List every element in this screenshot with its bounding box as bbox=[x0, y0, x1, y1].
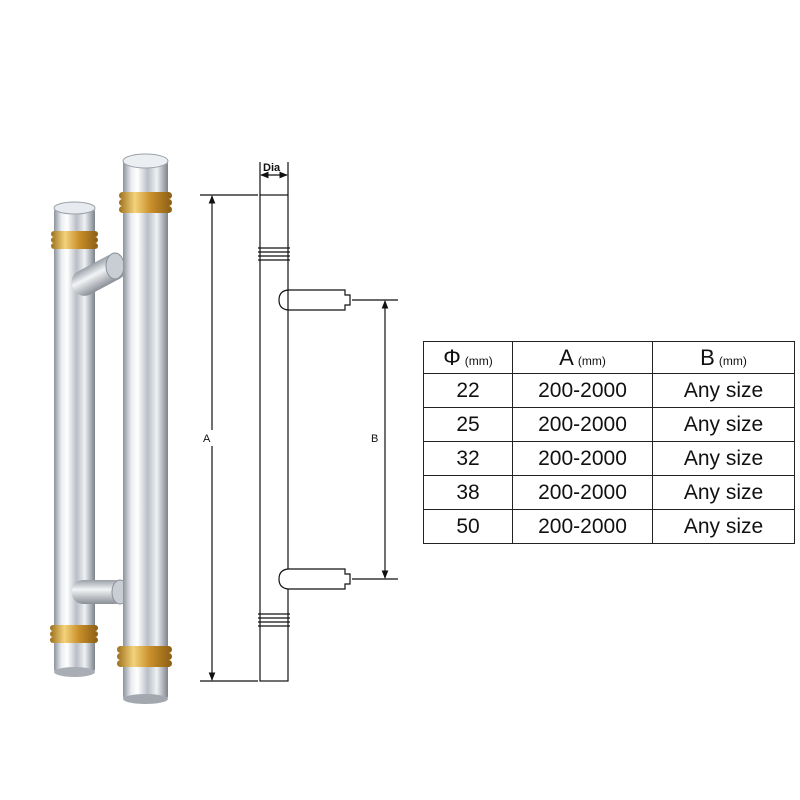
front-bar bbox=[123, 160, 168, 700]
handle-photo bbox=[50, 153, 172, 704]
header-b: B(mm) bbox=[652, 341, 795, 374]
standoff-upper bbox=[71, 252, 127, 296]
a-dimension-label: A bbox=[203, 433, 211, 445]
cell-b: Any size bbox=[652, 509, 795, 544]
dia-dimension-label: Dia bbox=[263, 162, 281, 174]
size-specification-table: Φ(mm) A(mm) B(mm) 22 200-2000 Any size 2… bbox=[423, 341, 795, 544]
cell-diameter: 25 bbox=[423, 407, 513, 442]
table-row: 32 200-2000 Any size bbox=[423, 441, 795, 476]
cell-a: 200-2000 bbox=[512, 475, 653, 510]
cell-b: Any size bbox=[652, 441, 795, 476]
table-header-row: Φ(mm) A(mm) B(mm) bbox=[423, 341, 795, 374]
technical-drawing bbox=[200, 162, 398, 682]
bar-outline bbox=[259, 194, 289, 682]
header-a: A(mm) bbox=[512, 341, 653, 374]
front-bar-top-cap bbox=[122, 153, 169, 169]
front-bar-bottom-cap bbox=[123, 694, 168, 704]
back-bar-bottom-cap bbox=[54, 667, 95, 677]
cell-diameter: 50 bbox=[423, 509, 513, 544]
cell-a: 200-2000 bbox=[512, 407, 653, 442]
table-row: 38 200-2000 Any size bbox=[423, 475, 795, 510]
back-bar-gold-ring-top bbox=[51, 231, 98, 249]
header-diameter: Φ(mm) bbox=[423, 341, 513, 374]
standoff-outline-lower bbox=[278, 568, 351, 590]
front-bar-gold-ring-top bbox=[119, 192, 172, 213]
table-row: 25 200-2000 Any size bbox=[423, 407, 795, 442]
table-row: 22 200-2000 Any size bbox=[423, 373, 795, 408]
cell-a: 200-2000 bbox=[512, 373, 653, 408]
cell-diameter: 38 bbox=[423, 475, 513, 510]
ring-lines-top bbox=[258, 247, 290, 261]
back-bar-top-cap bbox=[53, 201, 96, 215]
cell-b: Any size bbox=[652, 373, 795, 408]
cell-a: 200-2000 bbox=[512, 441, 653, 476]
table-row: 50 200-2000 Any size bbox=[423, 509, 795, 544]
standoff-outline-upper bbox=[278, 289, 351, 311]
b-dimension-label: B bbox=[371, 433, 378, 445]
cell-a: 200-2000 bbox=[512, 509, 653, 544]
front-bar-gold-ring-bottom bbox=[117, 646, 172, 667]
cell-diameter: 22 bbox=[423, 373, 513, 408]
standoff-lower bbox=[72, 579, 129, 605]
cell-b: Any size bbox=[652, 475, 795, 510]
cell-diameter: 32 bbox=[423, 441, 513, 476]
ring-lines-bottom bbox=[258, 613, 290, 627]
back-bar-gold-ring-bottom bbox=[50, 625, 98, 643]
cell-b: Any size bbox=[652, 407, 795, 442]
back-bar bbox=[54, 208, 95, 673]
